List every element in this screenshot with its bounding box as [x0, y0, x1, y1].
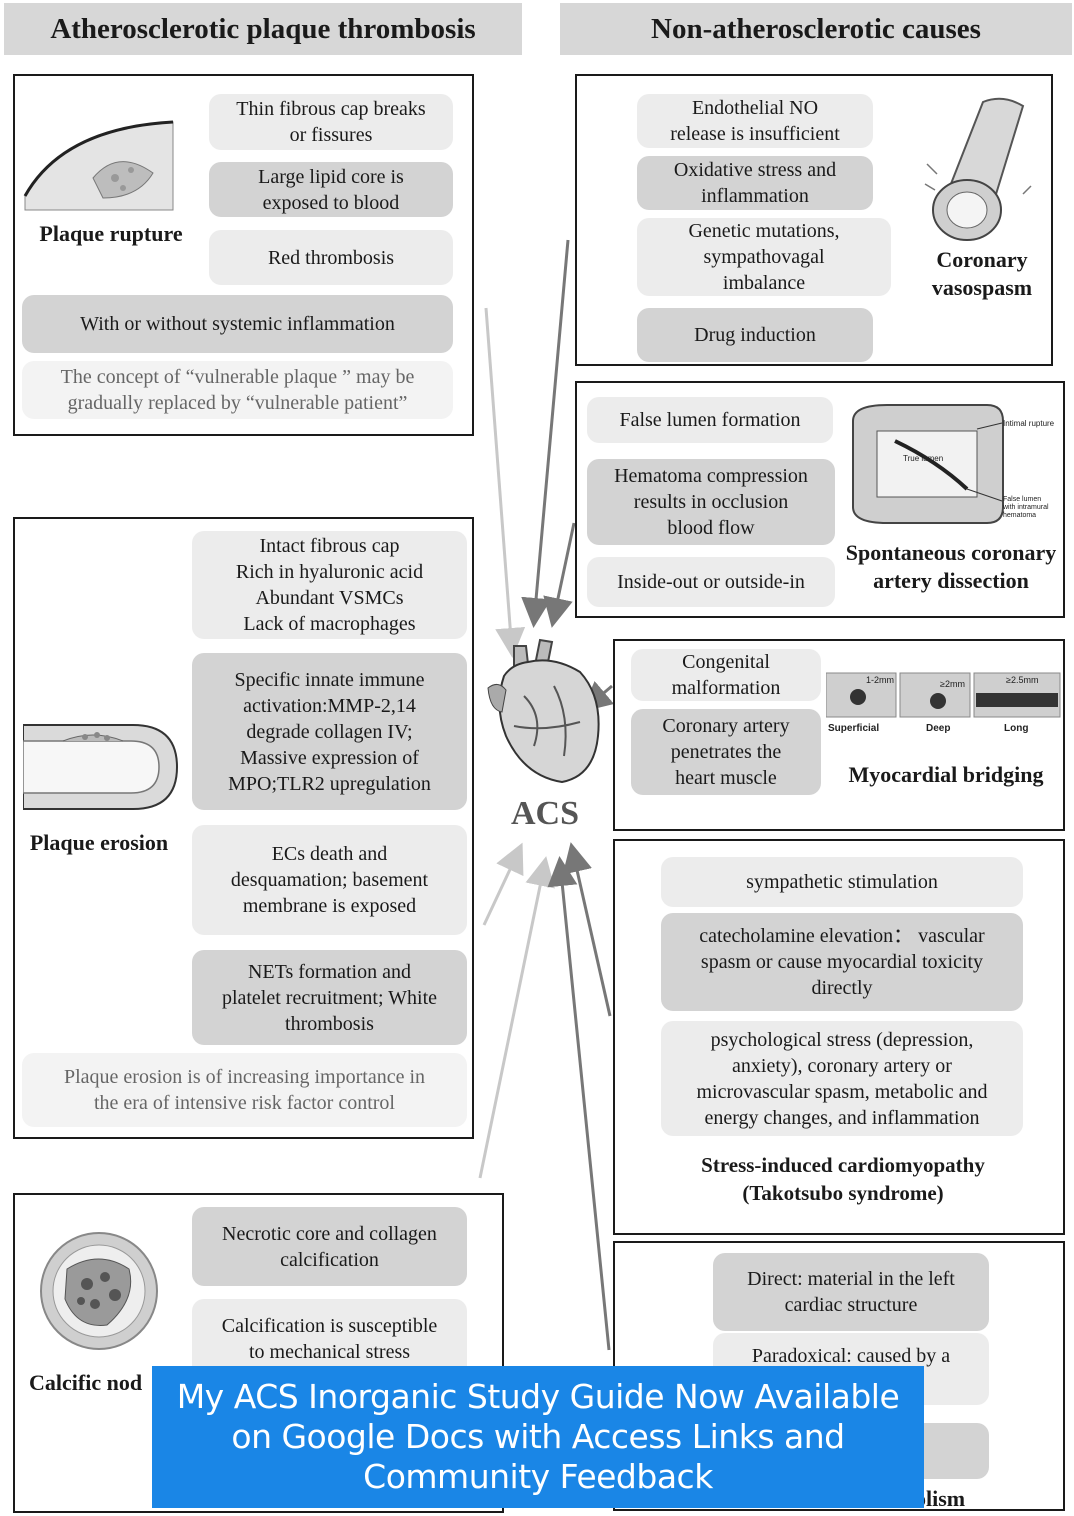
scad-fig-label-true: True lumen [903, 454, 943, 463]
bridging-panel: Congenital malformation Coronary artery … [613, 639, 1065, 831]
scad-fig-label-false: False lumen with intramural hematoma [1002, 496, 1050, 519]
erosion-note: Plaque erosion is of increasing importan… [22, 1053, 467, 1127]
vasospasm-panel: Endothelial NO release is insufficient O… [575, 74, 1053, 366]
rupture-item-1: Thin fibrous cap breaks or fissures [209, 94, 453, 150]
arrow-calcific [478, 856, 555, 1179]
arrow-takotsubo [562, 842, 612, 1017]
erosion-item-1: Intact fibrous cap Rich in hyaluronic ac… [192, 531, 467, 639]
rupture-note: The concept of “vulnerable plaque ” may … [22, 361, 453, 419]
plaque-erosion-label: Plaque erosion [29, 830, 169, 855]
vasospasm-item-2: Oxidative stress and inflammation [637, 156, 873, 210]
bridging-item-2: Coronary artery penetrates the heart mus… [631, 709, 821, 795]
scad-panel: False lumen formation Hematoma compressi… [575, 381, 1065, 618]
bridging-item-1: Congenital malformation [631, 649, 821, 701]
takotsubo-item-2: catecholamine elevation： vascular spasm … [661, 913, 1023, 1011]
acs-label: ACS [510, 795, 580, 832]
study-guide-banner[interactable]: My ACS Inorganic Study Guide Now Availab… [152, 1366, 924, 1508]
bridging-fig-value-2: ≥2mm [940, 679, 965, 689]
vasospasm-item-1: Endothelial NO release is insufficient [637, 94, 873, 148]
takotsubo-item-3: psychological stress (depression, anxiet… [661, 1021, 1023, 1136]
scad-label: Spontaneous coronary artery dissection [845, 540, 1057, 593]
rupture-item-2: Large lipid core is exposed to blood [209, 162, 453, 217]
heart-illustration [487, 638, 600, 784]
scad-fig-label-intimal: Intimal rupture [1003, 419, 1055, 428]
bridging-fig-value-1: 1-2mm [866, 675, 894, 685]
calcific-item-2: Calcification is susceptible to mechanic… [192, 1299, 467, 1379]
scad-illustration: Intimal rupture True lumen False lumen w… [852, 404, 1055, 524]
takotsubo-item-1: sympathetic stimulation [661, 857, 1023, 907]
arrow-vasospasm [521, 239, 570, 628]
plaque-erosion-illustration [23, 724, 179, 810]
takotsubo-label: Stress-induced cardiomyopathy (Takotsubo… [701, 1153, 985, 1205]
calcific-item-1: Necrotic core and collagen calcification [192, 1207, 467, 1286]
arrow-embolism [547, 856, 611, 1351]
erosion-item-4: NETs formation and platelet recruitment;… [192, 950, 467, 1045]
plaque-erosion-panel: Plaque erosion Intact fibrous cap Rich i… [13, 517, 474, 1139]
bridging-illustration: 1-2mm ≥2mm ≥2.5mm Superficial Deep Long [826, 672, 1061, 734]
rupture-item-3: Red thrombosis [209, 230, 453, 285]
erosion-item-3: ECs death and desquamation; basement mem… [192, 825, 467, 935]
plaque-rupture-panel: Plaque rupture Thin fibrous cap breaks o… [13, 74, 474, 436]
embolism-label: olism [915, 1486, 966, 1511]
calcific-nodule-label: Calcific nod [29, 1370, 143, 1395]
bridging-fig-label-1: Superficial [828, 723, 879, 734]
bridging-fig-label-2: Deep [926, 723, 950, 734]
rupture-inflammation: With or without systemic inflammation [22, 295, 453, 353]
vasospasm-label: Coronary vasospasm [931, 247, 1033, 300]
vasospasm-item-3: Genetic mutations, sympathovagal imbalan… [637, 218, 891, 296]
bridging-fig-label-3: Long [1004, 723, 1028, 734]
takotsubo-panel: sympathetic stimulation catecholamine el… [613, 839, 1065, 1235]
plaque-rupture-illustration [23, 120, 174, 211]
arrow-scad [543, 522, 576, 628]
arrow-rupture [484, 307, 526, 658]
arrow-erosion [482, 842, 524, 926]
right-header: Non-atherosclerotic causes [560, 3, 1072, 55]
vasospasm-illustration [924, 97, 1032, 241]
bridging-label: Myocardial bridging [848, 762, 1044, 787]
vasospasm-item-4: Drug induction [637, 308, 873, 362]
calcific-nodule-illustration [40, 1232, 158, 1350]
scad-item-2: Hematoma compression results in occlusio… [587, 459, 835, 545]
left-header: Atherosclerotic plaque thrombosis [4, 3, 522, 55]
erosion-item-2: Specific innate immune activation:MMP-2,… [192, 653, 467, 810]
embolism-item-1: Direct: material in the left cardiac str… [713, 1253, 989, 1331]
scad-item-3: Inside-out or outside-in [587, 557, 835, 607]
scad-item-1: False lumen formation [587, 397, 833, 443]
bridging-fig-value-3: ≥2.5mm [1006, 675, 1038, 685]
plaque-rupture-label: Plaque rupture [39, 221, 183, 246]
